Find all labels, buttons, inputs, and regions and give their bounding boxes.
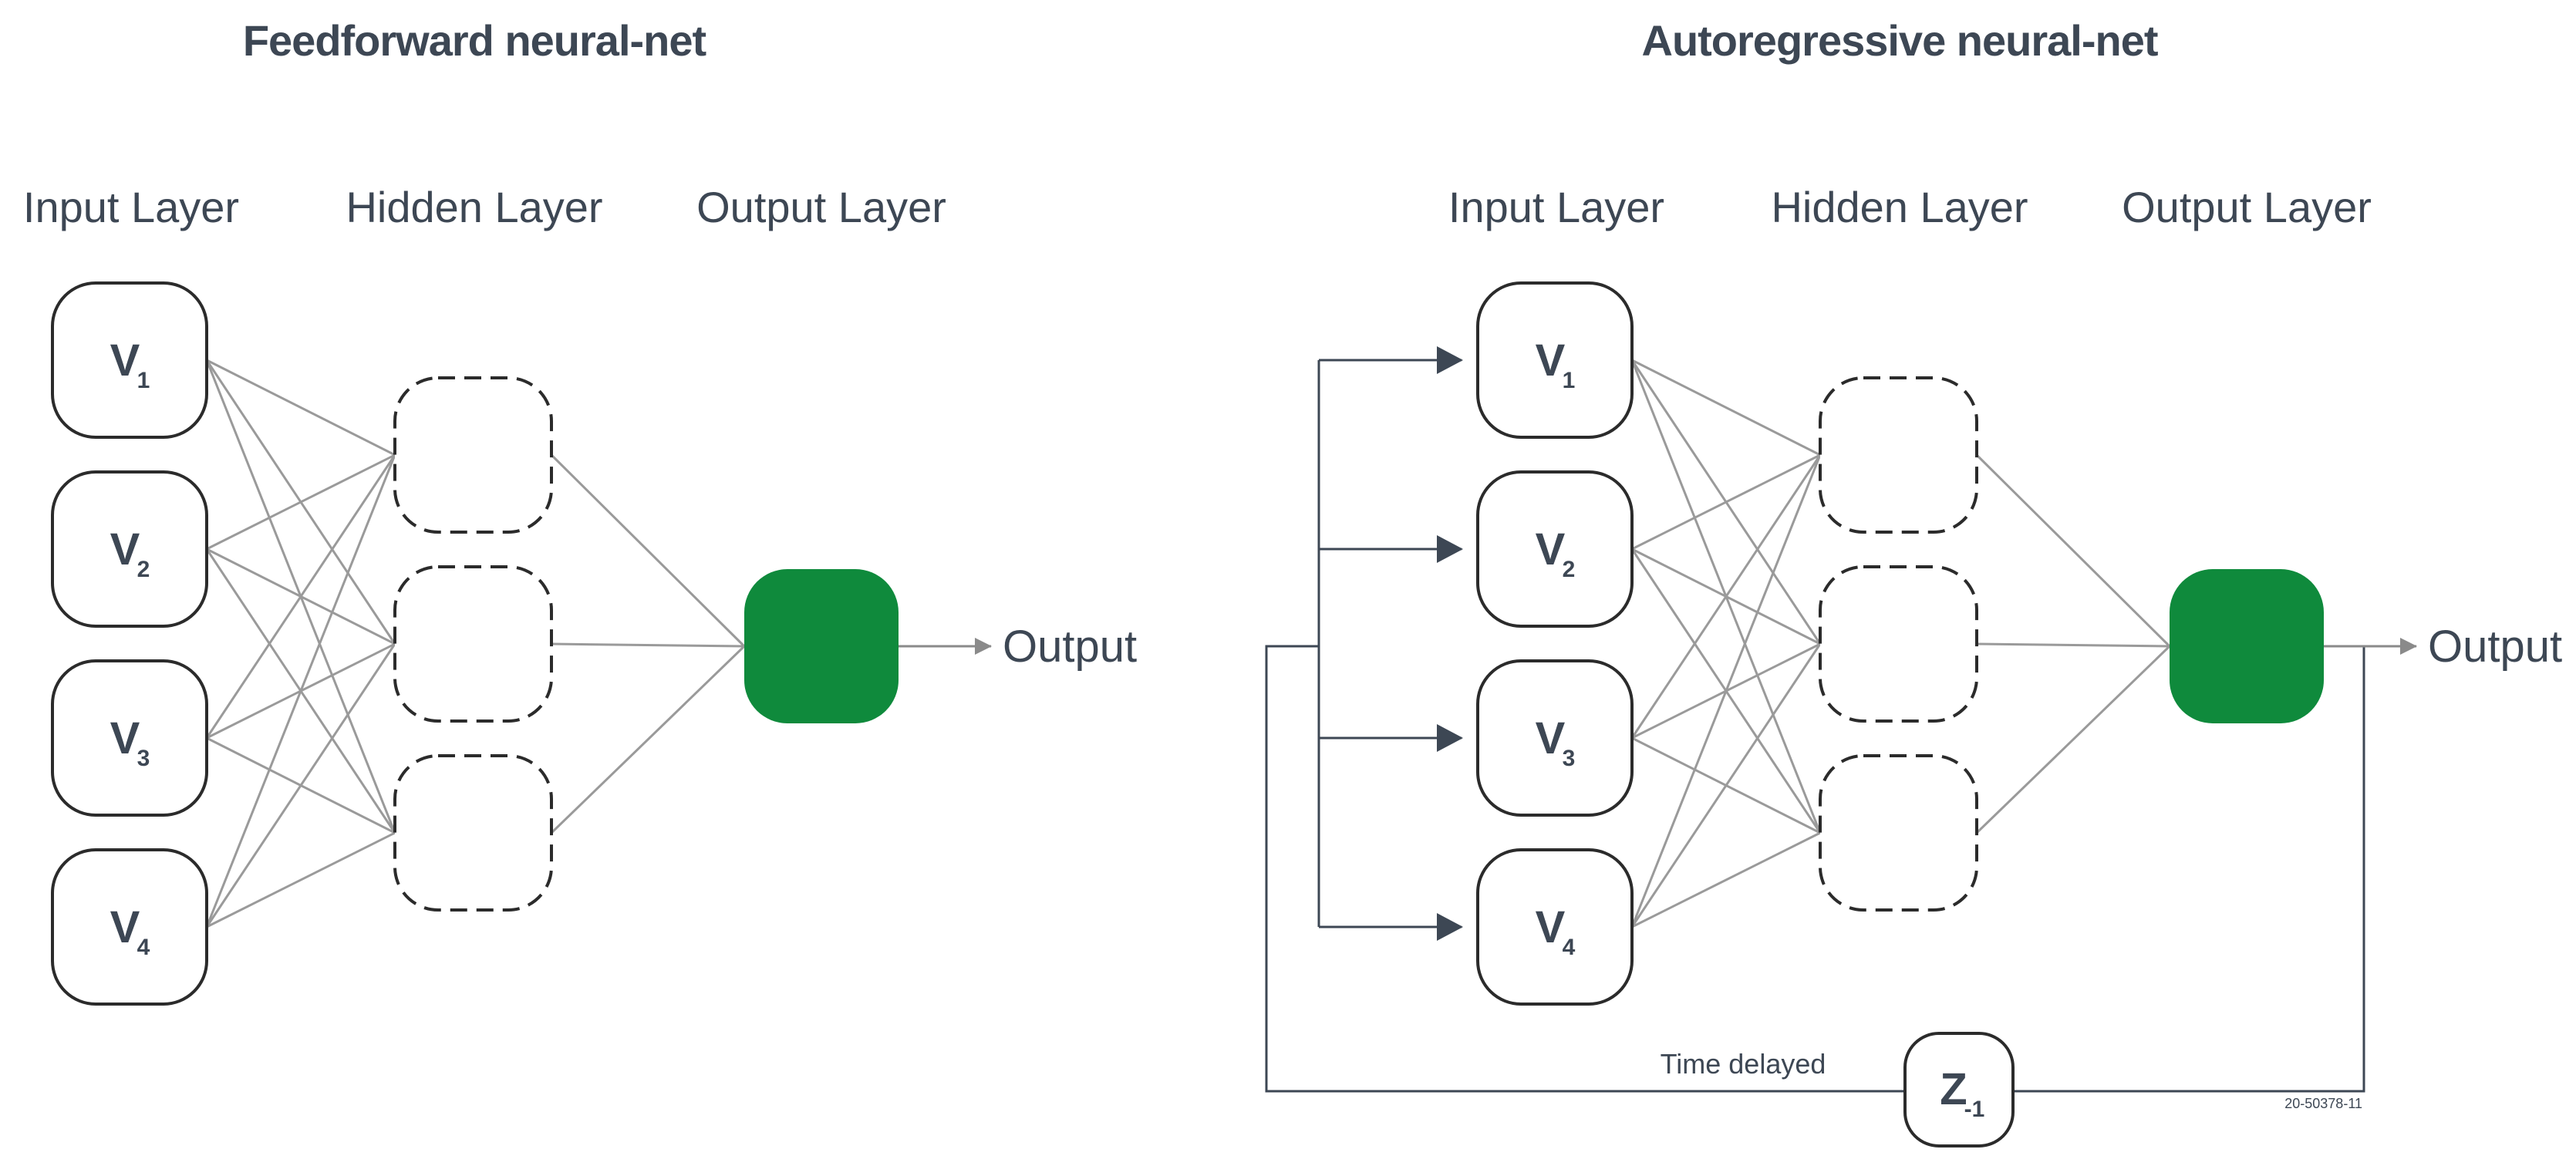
- feedforward-panel: Feedforward neural-net Input Layer Hidde…: [23, 16, 1137, 1006]
- feedforward-input-node: V 2: [51, 470, 208, 628]
- autoregressive-input-node-label: V: [1536, 335, 1566, 386]
- feedforward-output-node: [744, 569, 899, 723]
- feedforward-input-node-label: V: [110, 335, 140, 386]
- autoregressive-hidden-output-connections: [1975, 453, 2171, 834]
- feedforward-input-node-subscript: 4: [137, 935, 150, 960]
- time-delay-node-label: Z: [1940, 1064, 1967, 1114]
- autoregressive-input-node: V 4: [1476, 848, 1634, 1006]
- autoregressive-output-node: [2170, 569, 2324, 723]
- feedforward-hidden-layer-label: Hidden Layer: [346, 183, 602, 231]
- time-delay-node-subscript: -1: [1964, 1097, 1985, 1122]
- autoregressive-input-hidden-connections: [1630, 359, 1822, 928]
- autoregressive-feedback-loop: [1265, 346, 2365, 1093]
- autoregressive-panel: Autoregressive neural-net Input Layer Hi…: [1265, 16, 2562, 1147]
- autoregressive-hidden-node: [1819, 376, 1978, 534]
- feedforward-input-node-subscript: 3: [137, 746, 150, 771]
- autoregressive-input-node-subscript: 1: [1563, 368, 1576, 393]
- feedforward-input-node: V 1: [51, 281, 208, 439]
- autoregressive-hidden-layer-label: Hidden Layer: [1771, 183, 2028, 231]
- feedforward-input-node-subscript: 1: [137, 368, 150, 393]
- autoregressive-input-node-subscript: 4: [1563, 935, 1576, 960]
- feedforward-hidden-output-connections: [550, 453, 746, 834]
- time-delayed-label: Time delayed: [1661, 1048, 1826, 1080]
- autoregressive-input-node-subscript: 2: [1563, 557, 1576, 582]
- feedforward-input-node-label: V: [110, 902, 140, 952]
- autoregressive-input-node-label: V: [1536, 902, 1566, 952]
- autoregressive-input-layer-label: Input Layer: [1448, 183, 1664, 231]
- feedforward-title: Feedforward neural-net: [243, 16, 706, 65]
- feedforward-hidden-node: [393, 565, 553, 723]
- feedforward-output-layer-label: Output Layer: [696, 183, 946, 231]
- autoregressive-title: Autoregressive neural-net: [1642, 16, 2158, 65]
- autoregressive-output-label: Output: [2428, 622, 2562, 672]
- autoregressive-input-node-label: V: [1536, 524, 1566, 575]
- feedforward-input-node: V 4: [51, 848, 208, 1006]
- feedforward-input-node: V 3: [51, 659, 208, 817]
- feedforward-output-label: Output: [1003, 622, 1137, 672]
- autoregressive-hidden-node: [1819, 565, 1978, 723]
- feedforward-input-node-label: V: [110, 524, 140, 575]
- feedforward-input-hidden-connections: [205, 359, 396, 928]
- figure-reference-code: 20-50378-11: [2284, 1096, 2362, 1111]
- autoregressive-output-layer-label: Output Layer: [2122, 183, 2372, 231]
- autoregressive-input-node-label: V: [1536, 713, 1566, 763]
- feedforward-input-layer-label: Input Layer: [23, 183, 239, 231]
- autoregressive-input-node-subscript: 3: [1563, 746, 1576, 771]
- autoregressive-input-node: V 3: [1476, 659, 1634, 817]
- feedforward-input-node-label: V: [110, 713, 140, 763]
- autoregressive-input-node: V 1: [1476, 281, 1634, 439]
- feedforward-input-node-subscript: 2: [137, 557, 150, 582]
- autoregressive-input-node: V 2: [1476, 470, 1634, 628]
- time-delay-node: Z -1: [1903, 1032, 2015, 1147]
- feedforward-hidden-node: [393, 754, 553, 912]
- autoregressive-hidden-node: [1819, 754, 1978, 912]
- feedforward-hidden-node: [393, 376, 553, 534]
